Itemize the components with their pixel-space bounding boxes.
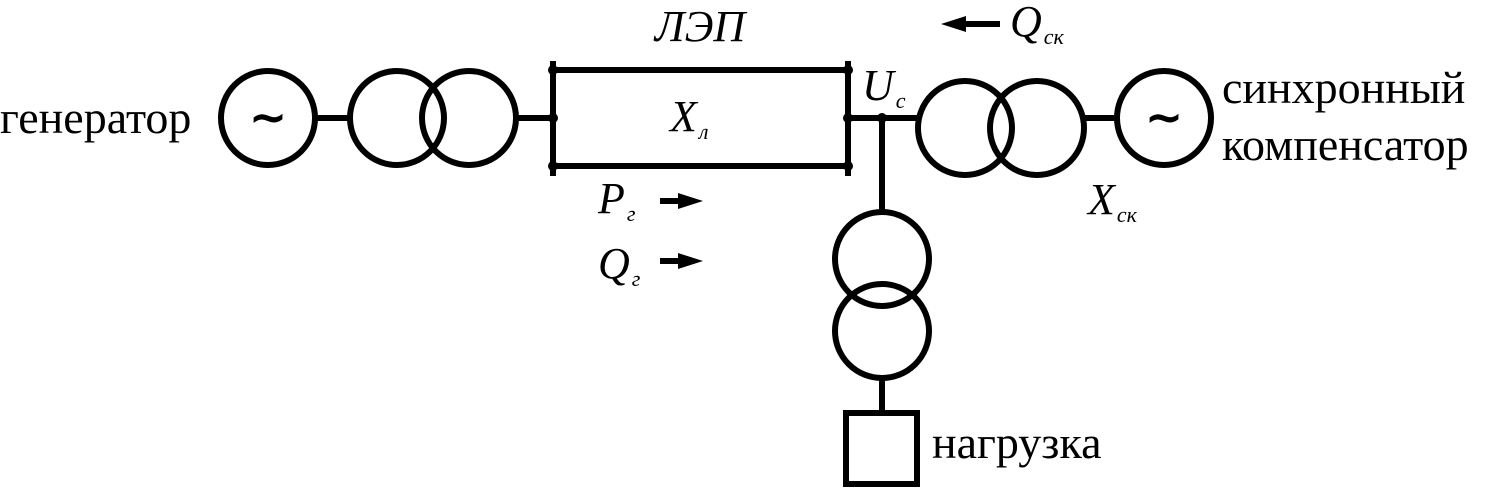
compensator-reactive-power-label: Qск bbox=[1010, 0, 1065, 49]
ac-source-icon: ~ bbox=[1145, 90, 1184, 144]
transformer-winding-2 bbox=[419, 68, 519, 168]
node-dot bbox=[843, 161, 853, 171]
transformer-winding-1 bbox=[915, 78, 1015, 178]
transformer-winding-2 bbox=[987, 78, 1087, 178]
generator-transformer bbox=[347, 68, 519, 168]
compensator-reactive-power-sub: ск bbox=[1044, 24, 1065, 49]
compensator-label-line1: синхронный bbox=[1222, 62, 1465, 113]
arrow-right-icon bbox=[660, 193, 703, 209]
generator-reactive-power-main: Q bbox=[598, 239, 630, 288]
transformer-winding-1 bbox=[832, 209, 932, 309]
line-name-label: ЛЭП bbox=[653, 2, 748, 51]
ac-source-icon: ~ bbox=[249, 90, 288, 144]
node-dot bbox=[548, 65, 558, 75]
compensator-reactance-label: Xск bbox=[1086, 175, 1138, 227]
generator-reactive-power-label: Qг bbox=[598, 239, 641, 291]
node-dot bbox=[548, 113, 558, 123]
line-reactance-main: X bbox=[668, 92, 699, 141]
arrow-left-icon bbox=[941, 16, 1000, 32]
bus-voltage-main: U bbox=[862, 61, 897, 110]
transmission-line bbox=[548, 61, 853, 176]
line-reactance-sub: л bbox=[697, 119, 709, 144]
synchronous-compensator: ~ bbox=[1114, 68, 1214, 168]
compensator-reactance-main: X bbox=[1086, 175, 1117, 224]
generator-active-power-sub: г bbox=[627, 201, 636, 226]
load-label: нагрузка bbox=[932, 417, 1102, 468]
generator-reactive-power-sub: г bbox=[632, 266, 641, 291]
load-transformer bbox=[832, 209, 932, 381]
transformer-winding-2 bbox=[832, 281, 932, 381]
compensator-reactive-power-main: Q bbox=[1010, 0, 1042, 46]
load-box bbox=[843, 410, 920, 487]
node-dot bbox=[843, 65, 853, 75]
compensator-circle bbox=[1114, 68, 1214, 168]
generator-active-power-label: Pг bbox=[597, 174, 636, 226]
generator-label: генератор bbox=[0, 92, 191, 143]
compensator-label-line2: компенсатор bbox=[1222, 119, 1469, 170]
generator: ~ bbox=[218, 68, 318, 168]
generator-active-power-main: P bbox=[597, 174, 625, 223]
bus-voltage-sub: с bbox=[896, 88, 906, 113]
transformer-winding-1 bbox=[347, 68, 447, 168]
line-reactance-label: Xл bbox=[668, 92, 708, 144]
bus-voltage-label: Uс bbox=[862, 61, 906, 113]
compensator-reactance-sub: ск bbox=[1117, 202, 1138, 227]
compensator-transformer bbox=[915, 78, 1087, 178]
arrow-right-icon bbox=[660, 253, 703, 269]
node-dot bbox=[548, 161, 558, 171]
